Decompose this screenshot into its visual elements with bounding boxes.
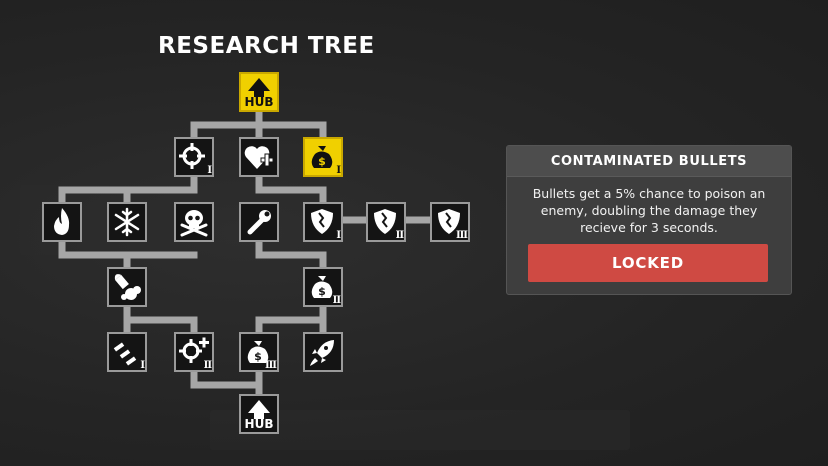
tier-label: I [336, 165, 341, 176]
node-rocket[interactable] [303, 332, 343, 372]
poison-bullet-icon [114, 274, 141, 300]
wrench-icon [247, 210, 271, 235]
node-crosshair-2[interactable]: II [174, 332, 214, 372]
money-bag-icon: $ [247, 341, 269, 363]
background-hud-bar [210, 410, 630, 450]
tier-label: III [264, 360, 277, 371]
cracked-shield-icon [311, 209, 333, 234]
rocket-icon [310, 340, 334, 366]
arrow-up-icon [248, 400, 270, 419]
locked-button[interactable]: LOCKED [528, 244, 768, 282]
svg-text:$: $ [254, 350, 262, 363]
tier-label: II [332, 295, 341, 306]
node-wrench[interactable] [239, 202, 279, 242]
panel-title: CONTAMINATED BULLETS [507, 146, 791, 177]
bullets-icon [113, 342, 137, 366]
tier-label: II [203, 360, 212, 371]
node-shield-3[interactable]: III [430, 202, 470, 242]
node-heart-plus[interactable] [239, 137, 279, 177]
hub-label: HUB [244, 95, 274, 109]
crosshair-icon [179, 143, 205, 169]
arrow-up-icon [248, 78, 270, 97]
cracked-shield-icon [374, 209, 396, 234]
tier-label: I [336, 230, 341, 241]
money-bag-icon: $ [311, 276, 333, 298]
tier-label: I [140, 360, 145, 371]
node-shield-2[interactable]: II [366, 202, 406, 242]
node-crosshair-1[interactable]: I [174, 137, 214, 177]
crosshair-plus-icon [179, 337, 209, 363]
heart-plus-icon [244, 146, 274, 169]
node-skull[interactable] [174, 202, 214, 242]
skull-crossbones-icon [180, 210, 208, 237]
node-money-bag-1[interactable]: $ I [303, 137, 343, 177]
panel-description: Bullets get a 5% chance to poison an ene… [532, 186, 766, 235]
tier-label: II [395, 230, 404, 241]
node-bullets-1[interactable]: I [107, 332, 147, 372]
hub-label: HUB [244, 417, 274, 431]
node-hub-top[interactable]: HUB [239, 72, 279, 112]
node-snowflake[interactable] [107, 202, 147, 242]
node-hub-bottom[interactable]: HUB [239, 394, 279, 434]
svg-text:$: $ [318, 155, 326, 168]
fire-icon [54, 208, 70, 235]
node-shield-1[interactable]: I [303, 202, 343, 242]
node-fire[interactable] [42, 202, 82, 242]
upgrade-info-panel: CONTAMINATED BULLETS Bullets get a 5% ch… [506, 145, 792, 295]
money-bag-icon: $ [311, 146, 333, 168]
svg-text:$: $ [318, 285, 326, 298]
tier-label: III [455, 230, 468, 241]
cracked-shield-icon [438, 209, 460, 234]
page-title: RESEARCH TREE [158, 33, 375, 59]
node-money-bag-2[interactable]: $ II [303, 267, 343, 307]
tier-label: I [207, 165, 212, 176]
snowflake-icon [114, 207, 140, 237]
node-money-bag-3[interactable]: $ III [239, 332, 279, 372]
node-poison-bullet[interactable] [107, 267, 147, 307]
